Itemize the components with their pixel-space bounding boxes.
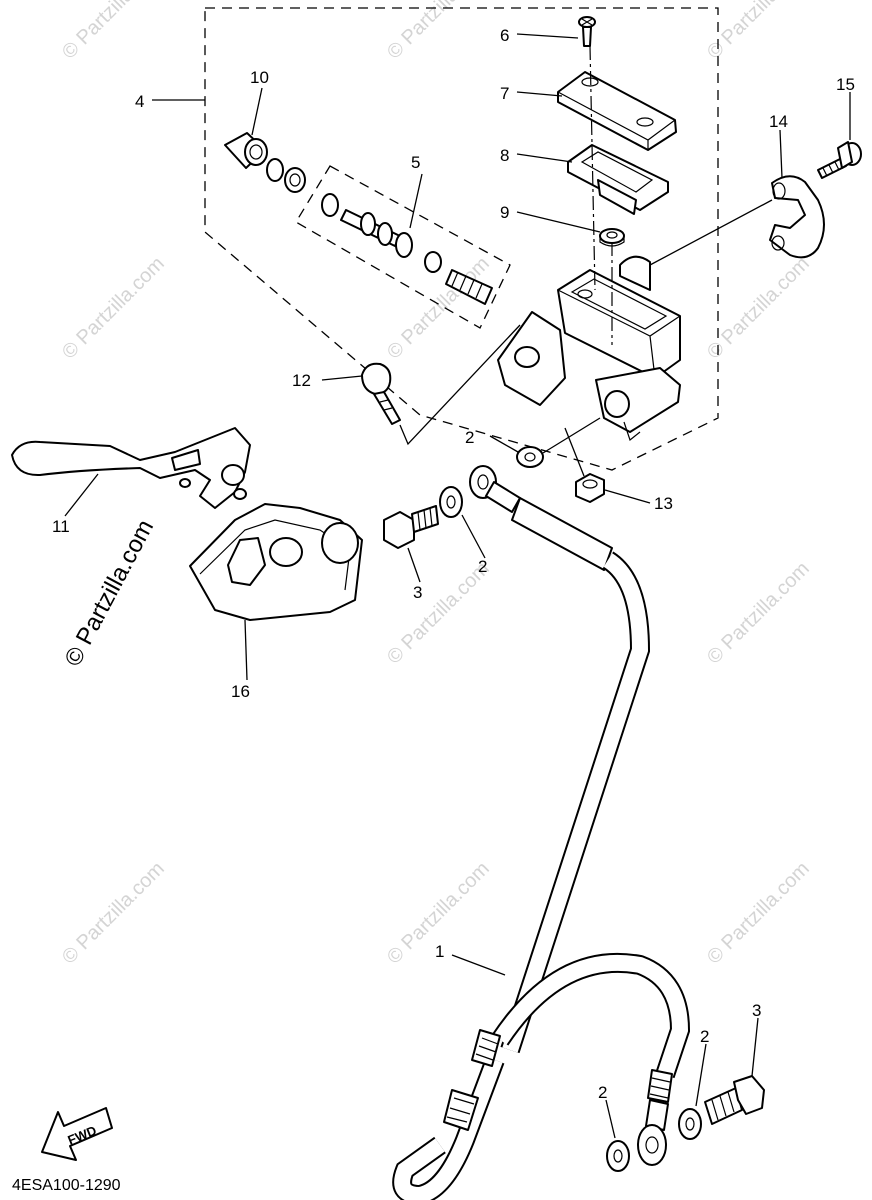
watermark: © Partzilla.com xyxy=(58,858,169,969)
pivot-bolt-part xyxy=(361,362,401,425)
callout-8: 8 xyxy=(500,146,509,165)
alignment-line xyxy=(399,324,521,446)
diagram-code: 4ESA100-1290 xyxy=(12,1177,121,1194)
copper-washer-part xyxy=(606,1140,630,1172)
watermark: © Partzilla.com xyxy=(58,0,169,64)
watermark: © Partzilla.com xyxy=(58,253,169,364)
clamp-part xyxy=(769,175,825,259)
callout-10: 10 xyxy=(250,68,269,87)
master-cylinder-assembly-boundary xyxy=(204,7,719,471)
callout-2: 2 xyxy=(478,557,487,576)
callout-11: 11 xyxy=(52,517,70,536)
piston-kit-boundary xyxy=(295,165,511,329)
alignment-line xyxy=(564,427,585,477)
watermark: © Partzilla.com xyxy=(703,253,814,364)
circlip-part xyxy=(266,158,284,182)
callout-13: 13 xyxy=(654,494,673,513)
leader-lines xyxy=(64,33,851,1139)
callout-15: 15 xyxy=(836,75,855,94)
screw-part xyxy=(578,16,596,47)
copper-washer-part xyxy=(678,1108,702,1140)
callout-14: 14 xyxy=(769,112,788,131)
copper-washer-part xyxy=(439,486,463,518)
copper-washer-part xyxy=(516,446,544,468)
callout-12: 12 xyxy=(292,371,311,390)
washer-part xyxy=(284,167,306,193)
reservoir-cap-part xyxy=(557,71,677,151)
watermark-dark: © Partzilla.com xyxy=(59,515,159,670)
watermark: © Partzilla.com xyxy=(383,0,494,64)
callout-9: 9 xyxy=(500,203,509,222)
alignment-line xyxy=(589,45,596,291)
watermark-layer: © Partzilla.com © Partzilla.com © Partzi… xyxy=(58,0,814,969)
lever-guard-part xyxy=(189,503,363,621)
diaphragm-part xyxy=(567,144,669,215)
callout-1: 1 xyxy=(435,942,444,961)
callout-3: 3 xyxy=(413,583,422,602)
clamp-bolt-part xyxy=(817,141,862,179)
watermark: © Partzilla.com xyxy=(703,858,814,969)
union-bolt-part xyxy=(704,1075,765,1125)
callout-6: 6 xyxy=(500,26,509,45)
callout-2: 2 xyxy=(700,1027,709,1046)
alignment-line xyxy=(542,417,601,454)
watermark: © Partzilla.com xyxy=(703,558,814,669)
callout-2: 2 xyxy=(598,1083,607,1102)
nut-part xyxy=(575,473,605,503)
master-cylinder-body xyxy=(497,255,681,442)
callout-3: 3 xyxy=(752,1001,761,1020)
watermark: © Partzilla.com xyxy=(703,0,814,64)
alignment-line xyxy=(649,199,773,266)
boot-part xyxy=(224,132,268,169)
callout-16: 16 xyxy=(231,682,250,701)
piston-kit-part xyxy=(321,193,493,305)
callout-7: 7 xyxy=(500,84,509,103)
callout-2: 2 xyxy=(465,428,474,447)
brake-lever-part xyxy=(11,427,251,509)
union-bolt-part xyxy=(383,505,439,549)
brake-hose-part xyxy=(392,465,691,1200)
callout-4: 4 xyxy=(135,92,144,111)
fwd-arrow-icon: FWD xyxy=(41,1107,113,1161)
callout-5: 5 xyxy=(411,153,420,172)
